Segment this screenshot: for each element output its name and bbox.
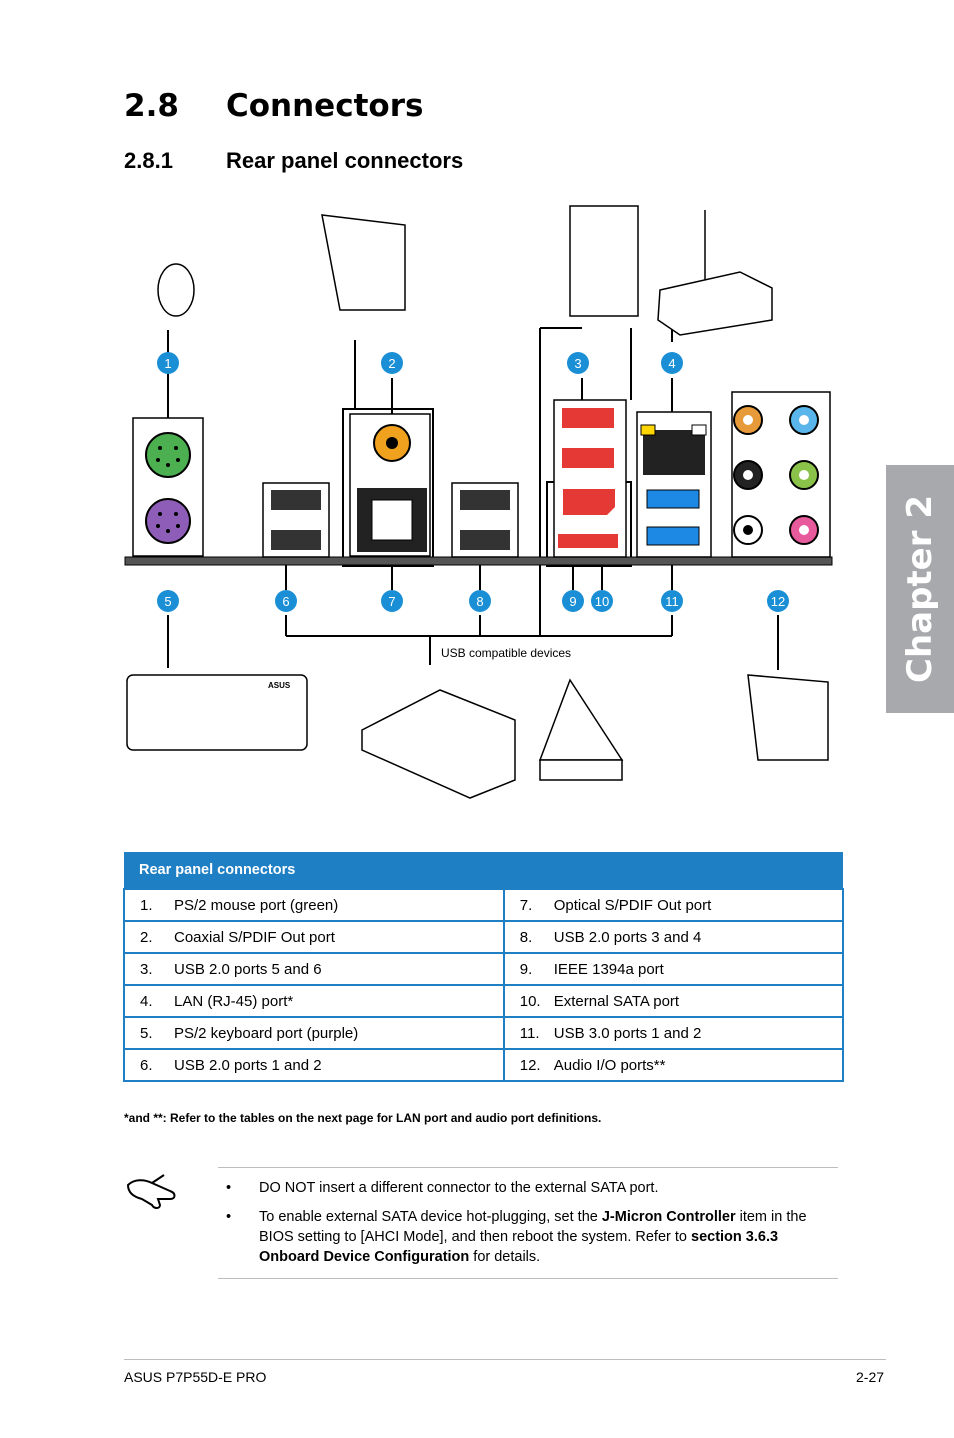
footer-page-number: 2-27 — [856, 1369, 885, 1385]
item-number: 1. — [140, 896, 153, 914]
item-number: 9. — [519, 960, 533, 978]
item-label: Coaxial S/PDIF Out port — [174, 928, 335, 946]
callout-number: 6 — [282, 594, 289, 609]
item-number: 10. — [519, 992, 541, 1010]
speaker-icon-2 — [747, 674, 829, 761]
scanner-icon — [538, 678, 624, 761]
item-number: 8. — [519, 928, 533, 946]
table-cell: 6. USB 2.0 ports 1 and 2 — [123, 1048, 505, 1082]
footer-divider — [124, 1359, 886, 1360]
table-cell: 11. USB 3.0 ports 1 and 2 — [502, 1016, 845, 1050]
subsection-heading: 2.8.1 Rear panel connectors — [124, 148, 463, 174]
callout-number: 12 — [771, 594, 785, 609]
callout-number: 4 — [668, 356, 675, 371]
keyboard-brand: ASUS — [268, 681, 291, 690]
callout-badge — [562, 590, 584, 612]
footnote: *and **: Refer to the tables on the next… — [124, 1111, 602, 1125]
item-number: 7. — [519, 896, 533, 914]
callout-badge — [381, 590, 403, 612]
callout-badge — [591, 590, 613, 612]
table-cell: 12. Audio I/O ports** — [502, 1048, 845, 1082]
callout-badge — [767, 590, 789, 612]
note-text-1: DO NOT insert a different connector to t… — [259, 1180, 659, 1196]
item-label: PS/2 keyboard port (purple) — [174, 1024, 359, 1042]
table-header: Rear panel connectors — [124, 852, 843, 889]
table-cell: 2. Coaxial S/PDIF Out port — [123, 920, 505, 954]
item-label: LAN (RJ-45) port* — [174, 992, 294, 1010]
section-heading: 2.8 Connectors — [124, 88, 423, 124]
callout-number: 3 — [574, 356, 581, 371]
item-label: USB 3.0 ports 1 and 2 — [553, 1024, 702, 1042]
item-label: USB 2.0 ports 1 and 2 — [174, 1056, 322, 1074]
callout-number: 8 — [476, 594, 483, 609]
table-cell: 5. PS/2 keyboard port (purple) — [123, 1016, 505, 1050]
table-cell: 4. LAN (RJ-45) port* — [123, 984, 505, 1018]
table-row: 2. Coaxial S/PDIF Out port 8. USB 2.0 ports… — [123, 920, 845, 954]
hand-note-icon — [126, 1174, 176, 1209]
note-text-2: To enable external SATA device hot-plugg… — [259, 1209, 807, 1265]
item-number: 5. — [140, 1024, 153, 1042]
callout-number: 5 — [164, 594, 171, 609]
table-cell: 8. USB 2.0 ports 3 and 4 — [502, 920, 845, 954]
callout-number: 7 — [388, 594, 395, 609]
table-row: 1. PS/2 mouse port (green) 7. Optical S/PDI… — [123, 888, 845, 922]
chapter-tab: Chapter 2 — [886, 465, 954, 713]
connectors-table: Rear panel connectors 1. PS/2 mouse port … — [123, 852, 845, 1082]
mouse-icon — [157, 263, 195, 317]
item-number: 3. — [140, 960, 153, 978]
callout-number: 2 — [388, 356, 395, 371]
item-label: External SATA port — [553, 992, 680, 1010]
callout-badge — [567, 352, 589, 374]
callout-badge — [275, 590, 297, 612]
table-cell: 1. PS/2 mouse port (green) — [123, 888, 505, 922]
item-number: 12. — [519, 1056, 541, 1074]
item-number: 6. — [140, 1056, 153, 1074]
callout-badge — [469, 590, 491, 612]
bullet: • — [226, 1209, 232, 1225]
subsection-title: Rear panel connectors — [226, 148, 464, 173]
external-drive-icon — [569, 205, 639, 317]
table-row: 6. USB 2.0 ports 1 and 2 12. Audio I/O port… — [123, 1048, 845, 1082]
table-row: 5. PS/2 keyboard port (purple) 11. USB 3.0 … — [123, 1016, 845, 1050]
table-row: 4. LAN (RJ-45) port* 10. External SATA port — [123, 984, 845, 1018]
item-label: Optical S/PDIF Out port — [553, 896, 712, 914]
keyboard-icon — [126, 674, 308, 751]
callout-number: 1 — [164, 356, 171, 371]
subsection-number: 2.8.1 — [124, 148, 173, 173]
speaker-icon — [321, 214, 406, 311]
callout-badge — [661, 590, 683, 612]
callout-number: 10 — [595, 594, 609, 609]
router-icon — [657, 271, 773, 336]
usb-devices-label: USB compatible devices — [441, 646, 571, 660]
item-label: IEEE 1394a port — [553, 960, 664, 978]
item-number: 11. — [519, 1024, 540, 1042]
item-label: PS/2 mouse port (green) — [174, 896, 339, 914]
item-number: 4. — [140, 992, 153, 1010]
chapter-tab-label: Chapter 2 — [900, 494, 940, 684]
item-label: USB 2.0 ports 3 and 4 — [553, 928, 702, 946]
callout-number: 11 — [665, 594, 679, 609]
table-cell: 9. IEEE 1394a port — [502, 952, 845, 986]
section-number: 2.8 — [124, 88, 179, 124]
callout-badge — [381, 352, 403, 374]
item-label: Audio I/O ports** — [553, 1056, 666, 1074]
table-cell: 10. External SATA port — [502, 984, 845, 1018]
callout-badge — [157, 352, 179, 374]
item-label: USB 2.0 ports 5 and 6 — [174, 960, 322, 978]
table-row: 3. USB 2.0 ports 5 and 6 9. IEEE 1394a port — [123, 952, 845, 986]
table-cell: 3. USB 2.0 ports 5 and 6 — [123, 952, 505, 986]
callout-badge — [157, 590, 179, 612]
footer-product: ASUS P7P55D-E PRO — [124, 1369, 267, 1385]
bullet: • — [226, 1180, 232, 1196]
item-number: 2. — [140, 928, 153, 946]
callout-number: 9 — [569, 594, 576, 609]
note-box: • DO NOT insert a different connector to… — [218, 1167, 838, 1279]
table-cell: 7. Optical S/PDIF Out port — [502, 888, 845, 922]
callout-badge — [661, 352, 683, 374]
printer-icon — [361, 689, 516, 799]
section-title: Connectors — [226, 88, 424, 124]
